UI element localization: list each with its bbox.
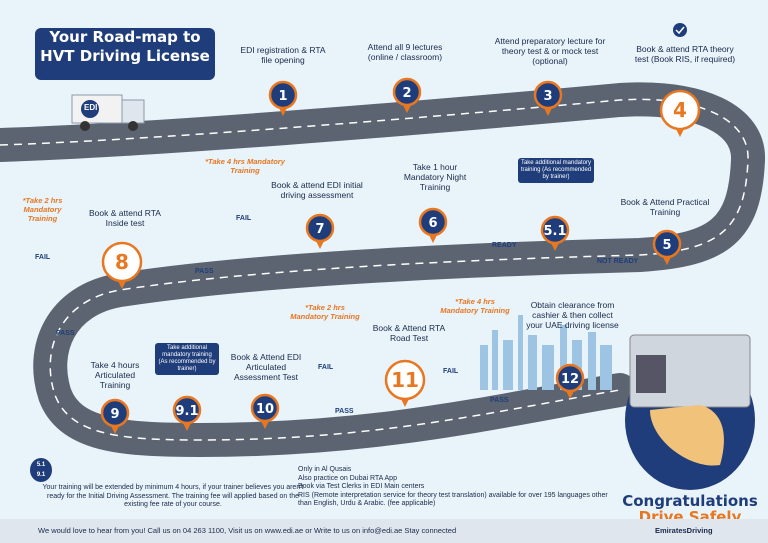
fail-tag-8: FAIL	[35, 254, 51, 261]
step-number: 3	[543, 89, 552, 104]
step-10-label: Book & Attend EDI Articulated Assessment…	[230, 352, 302, 382]
step-pin-5-1: 5.1	[540, 215, 570, 251]
footer-handle: EmiratesDriving	[655, 526, 713, 535]
step-pin-4: 4	[659, 89, 701, 137]
step-number: 9	[110, 407, 119, 422]
step-number: 1	[278, 89, 287, 104]
step-7-label: Book & attend EDI initial driving assess…	[271, 180, 363, 200]
step-pin-6: 6	[418, 207, 448, 243]
step-9-1-box: Take additional mandatory training (As r…	[155, 343, 219, 375]
legend-item-ris: RIS (Remote interpretation service for t…	[298, 491, 608, 508]
step-number: 10	[256, 402, 274, 417]
note-fail-7: *Take 4 hrs Mandatory Training	[205, 157, 285, 175]
step-number: 12	[561, 372, 579, 387]
step-pin-5: 5	[652, 229, 682, 265]
step-3-label: Attend preparatory lecture for theory te…	[494, 36, 606, 66]
footer-bar: We would love to hear from you! Call us …	[0, 519, 768, 543]
pass-tag-8: PASS	[195, 268, 214, 275]
legend-badge-text: Your training will be extended by minimu…	[42, 484, 304, 508]
step-number: 4	[673, 98, 687, 122]
truck-logo-text: EDI	[84, 103, 98, 112]
step-pin-8: 8	[101, 241, 143, 289]
pass-tag-10: PASS	[335, 408, 354, 415]
step-pin-3: 3	[533, 80, 563, 116]
step-number: 2	[402, 86, 411, 101]
step-number: 5	[662, 238, 671, 253]
step-pin-10: 10	[250, 393, 280, 429]
step-pin-9-1: 9.1	[172, 395, 202, 431]
congrats-text: Congratulations	[622, 492, 758, 510]
step-number: 7	[315, 222, 324, 237]
step-11-label: Book & Attend RTA Road Test	[372, 323, 446, 343]
license-card-illustration	[625, 334, 755, 490]
ready-tag: READY	[492, 242, 517, 249]
fail-tag-11: FAIL	[443, 368, 459, 375]
step-12-label: Obtain clearance from cashier & then col…	[526, 300, 619, 330]
legend-list: Only in Al Qusais Also practice on Dubai…	[298, 466, 618, 509]
step-1-label: EDI registration & RTA file opening	[240, 45, 326, 65]
step-4-label: Book & attend RTA theory test (Book RIS,…	[634, 44, 736, 64]
step-5-1-box: Take additional mandatory training (As r…	[518, 158, 594, 183]
step-pin-11: 11	[384, 359, 426, 407]
note-fail-8: *Take 2 hrs Mandatory Training	[22, 196, 63, 223]
step-pin-1: 1	[268, 80, 298, 116]
note-fail-11: *Take 4 hrs Mandatory Training	[440, 297, 510, 315]
pass-tag-9: PASS	[56, 330, 75, 337]
city-skyline	[480, 315, 612, 390]
note-fail-10: *Take 2 hrs Mandatory Training	[290, 303, 360, 321]
step-pin-7: 7	[305, 213, 335, 249]
step-5-label: Book & Attend Practical Training	[620, 197, 710, 217]
truck-illustration	[71, 94, 145, 131]
road-center-line	[0, 98, 749, 441]
step-number: 8	[115, 250, 129, 274]
title-line-1: Your Road-map to	[49, 28, 201, 46]
step-number: 9.1	[175, 404, 198, 419]
step-number: 6	[428, 216, 437, 231]
legend-item-app: Also practice on Dubai RTA App	[298, 474, 397, 482]
check-icon	[673, 23, 687, 37]
footer-text: We would love to hear from you! Call us …	[38, 526, 457, 535]
step-9-label: Take 4 hours Articulated Training	[90, 360, 140, 390]
not-ready-tag: NOT READY	[597, 258, 639, 265]
step-pin-2: 2	[392, 77, 422, 113]
title-banner: Your Road-map to HVT Driving License	[35, 28, 215, 80]
fail-tag-7: FAIL	[236, 215, 252, 222]
step-6-label: Take 1 hour Mandatory Night Training	[403, 162, 467, 192]
legend-item-star: Only in Al Qusais	[298, 466, 352, 473]
step-pin-9: 9	[100, 398, 130, 434]
fail-tag-10: FAIL	[318, 364, 334, 371]
legend-item-clerk: Book via Test Clerks in EDI Main centers	[298, 483, 425, 490]
step-pin-12: 12	[555, 363, 585, 399]
title-line-2: HVT Driving License	[40, 47, 210, 65]
pass-tag-11: PASS	[490, 397, 509, 404]
step-number: 5.1	[543, 224, 566, 239]
step-number: 11	[391, 368, 419, 392]
step-8-label: Book & attend RTA Inside test	[89, 208, 161, 228]
step-2-label: Attend all 9 lectures (online / classroo…	[367, 42, 443, 62]
